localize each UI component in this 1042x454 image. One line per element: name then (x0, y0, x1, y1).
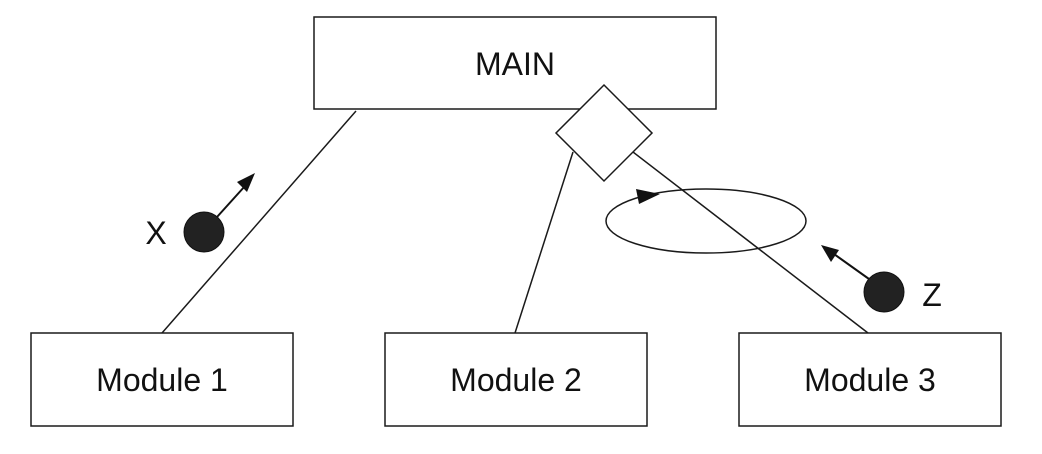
module-3: Module 3 (738, 332, 1002, 427)
module-2-label: Module 2 (450, 362, 582, 398)
data-couple-z-arrow (833, 253, 870, 280)
connector-main-module-3 (632, 151, 869, 334)
data-couple-z-label: Z (922, 277, 942, 313)
data-couple-z-arrowhead (821, 245, 839, 262)
module-2: Module 2 (384, 332, 648, 427)
data-couple-x-label: X (145, 215, 166, 251)
module-2-box (384, 332, 648, 427)
data-couple-x-arrowhead (237, 173, 255, 192)
main-module: MAIN (313, 16, 717, 110)
module-1-label: Module 1 (96, 362, 228, 398)
data-couple-x: X (145, 173, 255, 253)
module-1: Module 1 (30, 332, 294, 427)
decision-diamond (554, 83, 654, 183)
iteration-loop (605, 188, 807, 254)
main-module-box (313, 16, 717, 110)
data-couple-x-arrow (216, 185, 246, 218)
module-3-box (738, 332, 1002, 427)
data-couple-z-dot (863, 271, 905, 313)
data-couple-z: Z (821, 245, 942, 313)
data-couple-x-dot (183, 211, 225, 253)
module-1-box (30, 332, 294, 427)
main-module-label: MAIN (475, 46, 555, 82)
connector-main-module-1 (161, 110, 357, 334)
connector-main-module-2 (514, 151, 574, 334)
module-3-label: Module 3 (804, 362, 936, 398)
iteration-loop-arrowhead (636, 189, 660, 204)
